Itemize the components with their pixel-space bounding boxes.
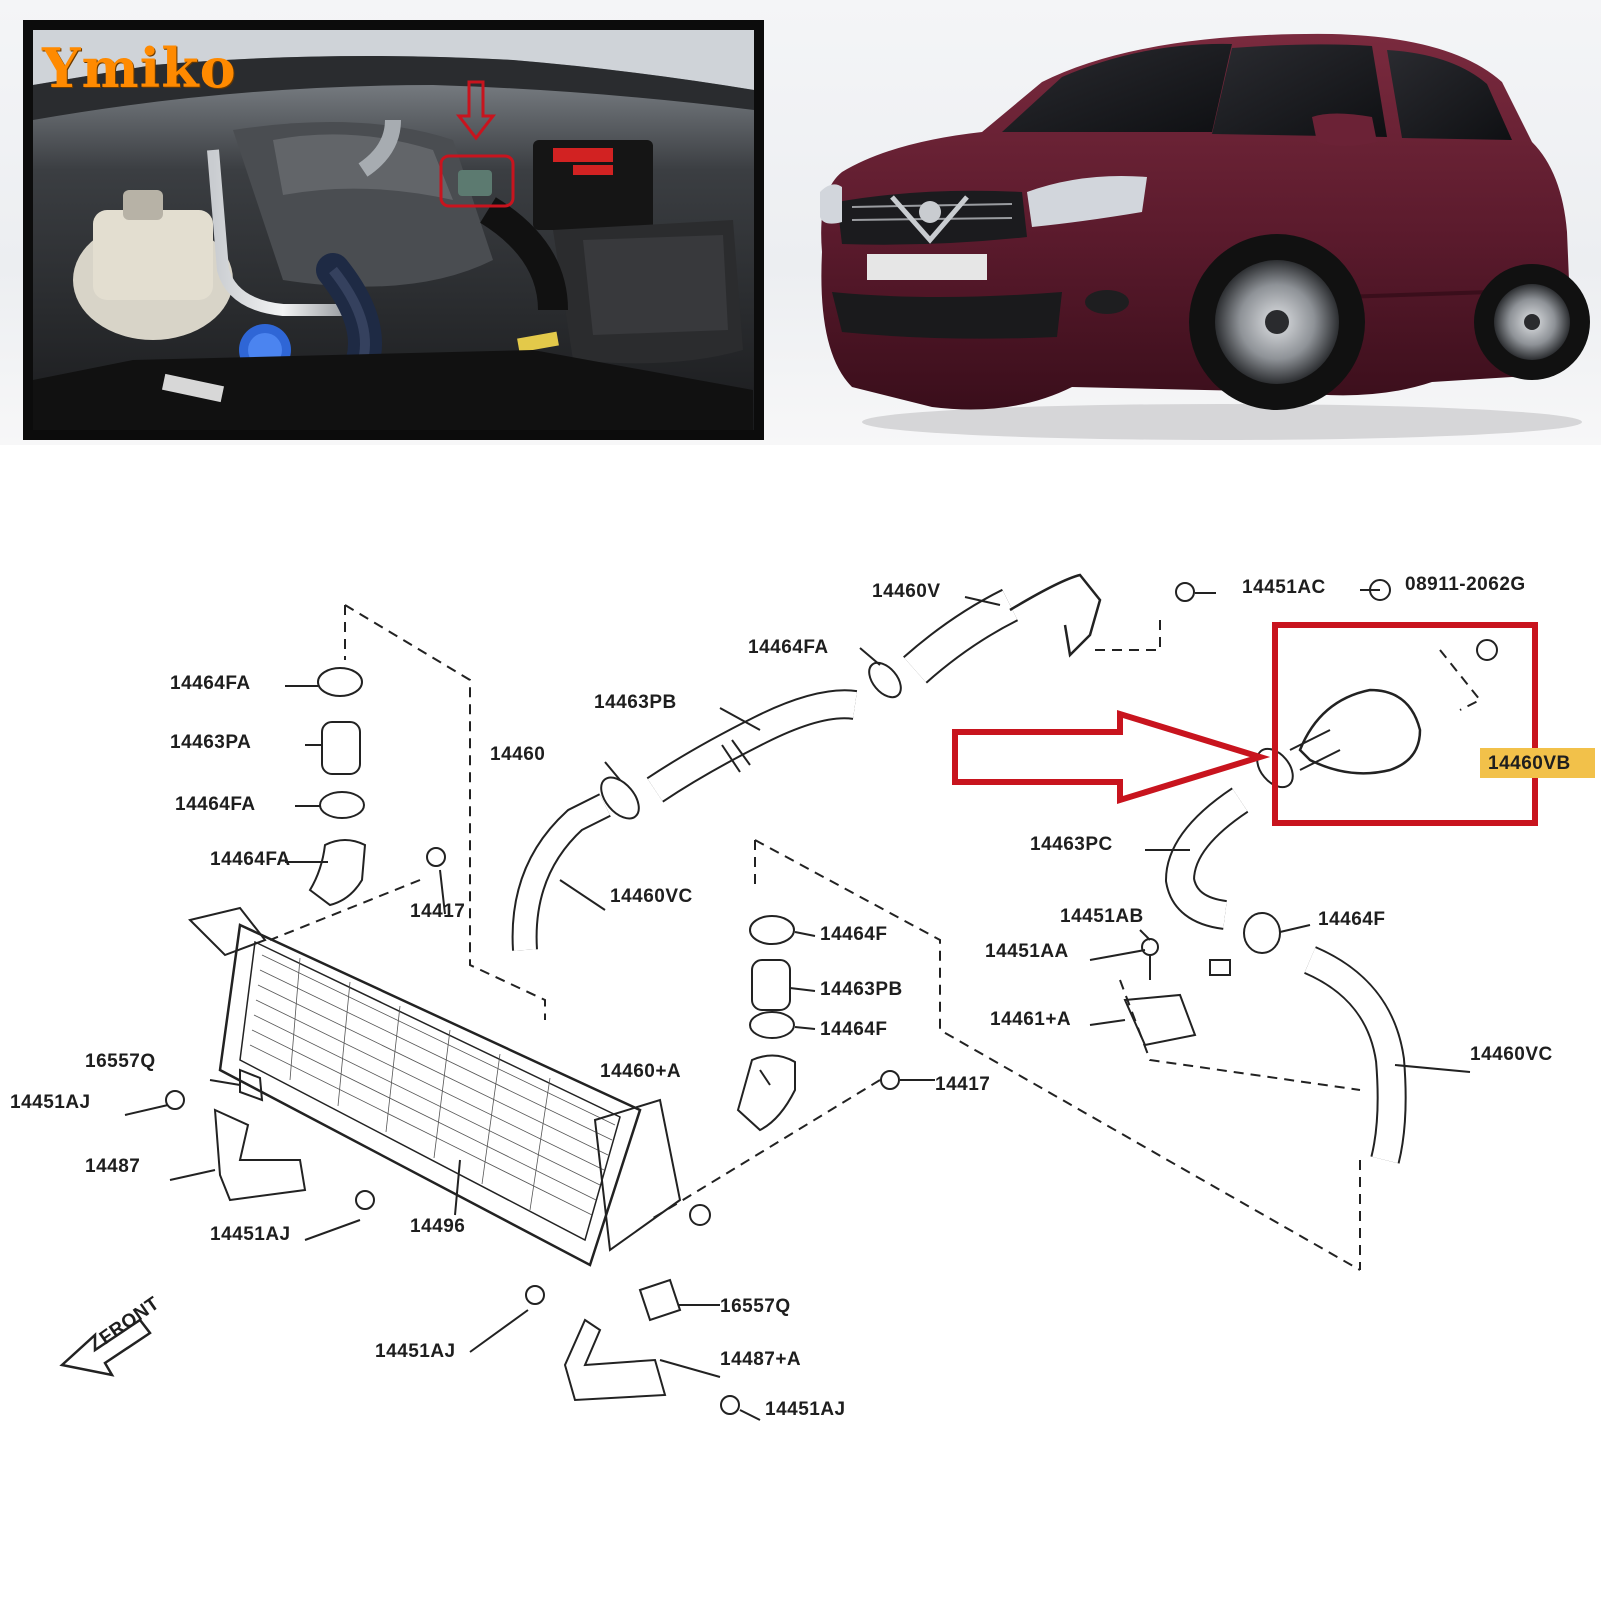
part-label: 14463PC (1030, 834, 1113, 855)
part-label: 14451AA (985, 941, 1069, 962)
part-label: 14451AJ (210, 1224, 291, 1245)
part-label: 14487 (85, 1156, 140, 1177)
part-label: 14464F (820, 924, 887, 945)
front-label: FRONT (96, 1293, 164, 1349)
part-label: 14417 (410, 901, 465, 922)
engine-bay-photo (23, 20, 764, 440)
part-label: 14417 (935, 1074, 990, 1095)
part-label: 14451AC (1242, 577, 1326, 598)
part-label: 14464F (820, 1019, 887, 1040)
part-label: 14487+A (720, 1349, 801, 1370)
part-label: 14464FA (170, 673, 251, 694)
part-label: 14460VC (610, 886, 693, 907)
brand-logo: Ymiko (42, 36, 237, 100)
part-label: 14461+A (990, 1009, 1071, 1030)
highlight-box (1272, 622, 1538, 826)
part-label: 14451AB (1060, 906, 1144, 927)
arrow-right-outline-icon (952, 709, 1271, 805)
arrow-front-icon (59, 1318, 152, 1377)
part-label: 14460VC (1470, 1044, 1553, 1065)
part-label: 14451AJ (375, 1341, 456, 1362)
part-label: 16557Q (720, 1296, 791, 1317)
part-tag (1480, 748, 1595, 778)
part-label: 14496 (410, 1216, 465, 1237)
part-labels: 14460V 14451AC 08911-2062G 14464FA 14463PB 14… (10, 574, 1571, 1420)
part-label: 14460VB (1488, 753, 1571, 774)
part-label: 14451AJ (765, 1399, 846, 1420)
part-label: 14463PA (170, 732, 251, 753)
part-label: 14464FA (210, 849, 291, 870)
car-photo (812, 22, 1592, 442)
part-label: 14464F (1318, 909, 1385, 930)
part-label: 14463PB (820, 979, 903, 1000)
part-label: 14460V (872, 581, 941, 602)
part-location-box (439, 154, 515, 208)
part-label: 14463PB (594, 692, 677, 713)
part-label: 16557Q (85, 1051, 156, 1072)
part-label: 14460 (490, 744, 545, 765)
part-label: 14464FA (175, 794, 256, 815)
part-label: 14460+A (600, 1061, 681, 1082)
part-label: 14451AJ (10, 1092, 91, 1113)
part-label: 08911-2062G (1405, 574, 1526, 595)
part-label: 14464FA (748, 637, 829, 658)
arrow-down-icon (455, 80, 497, 141)
